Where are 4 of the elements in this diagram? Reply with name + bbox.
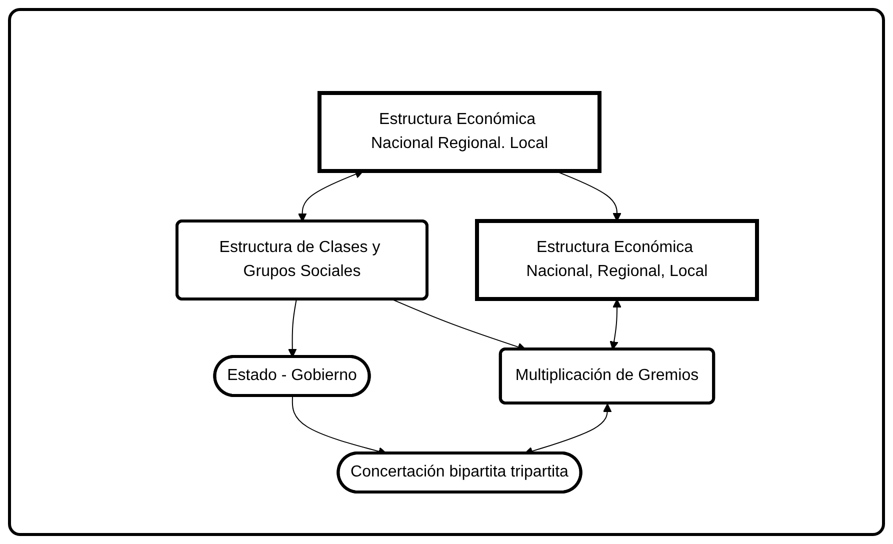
arrow bbox=[287, 298, 296, 357]
arrow bbox=[609, 298, 621, 350]
node-box: Estructura Económica Nacional Regional. Local bbox=[317, 90, 601, 172]
node-box: Estructura Económica Nacional, Regional, Local bbox=[474, 218, 758, 300]
